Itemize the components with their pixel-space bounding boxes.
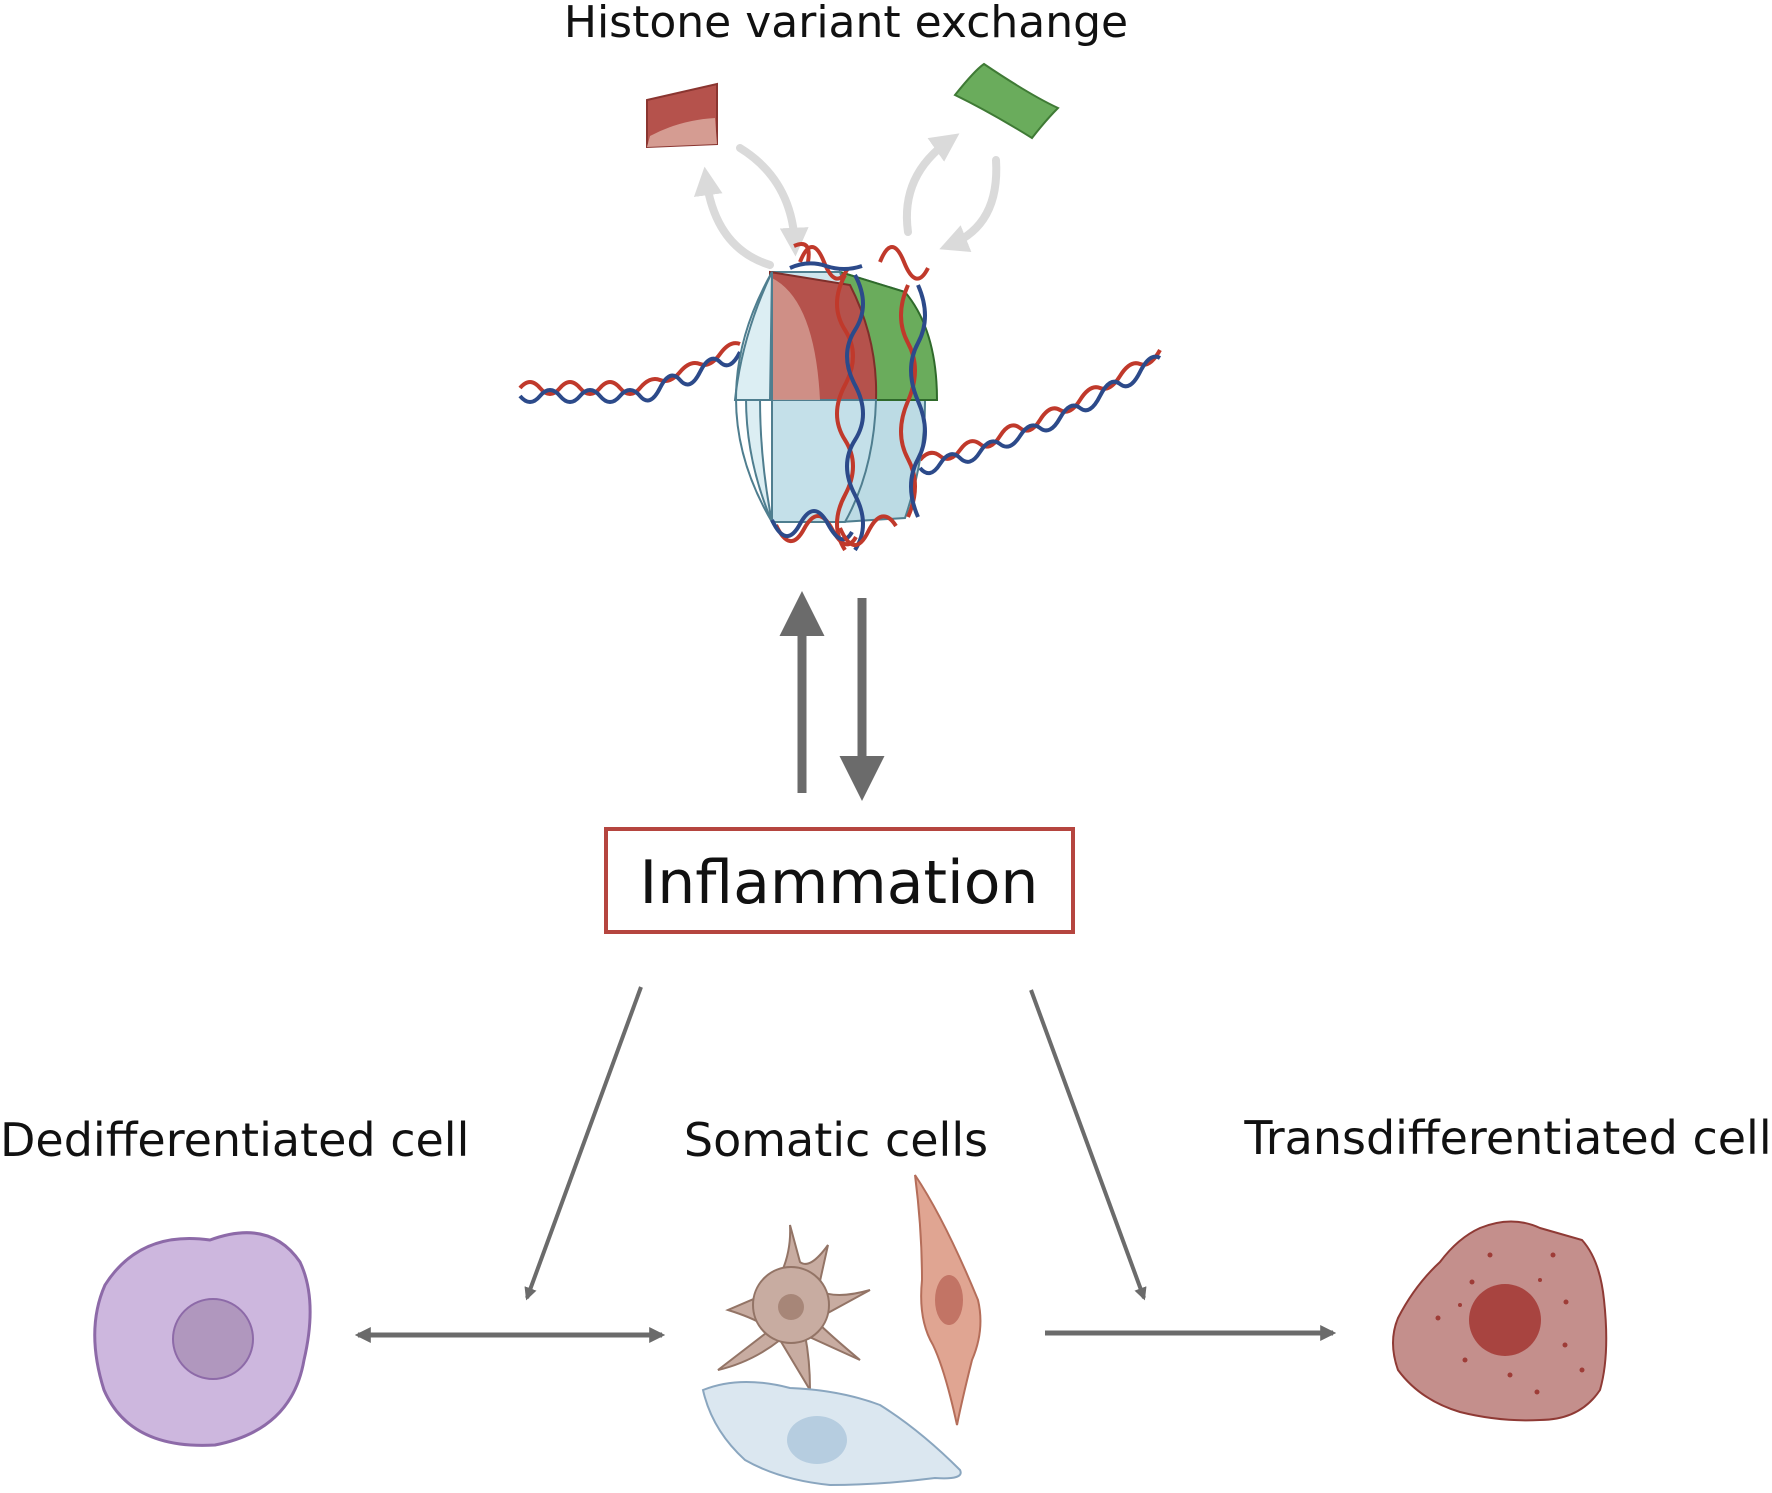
horizontal-arrows bbox=[354, 1324, 1337, 1344]
diagram-title: Histone variant exchange bbox=[564, 0, 1128, 48]
nucleosome-icon bbox=[518, 242, 1162, 552]
epithelial-cell-icon bbox=[701, 1381, 962, 1487]
granules bbox=[1435, 1252, 1585, 1395]
dedifferentiated-cell-label: Dedifferentiated cell bbox=[0, 1113, 469, 1167]
inflammation-box: Inflammation bbox=[604, 827, 1075, 934]
exchange-arrows bbox=[693, 133, 1001, 269]
green-histone-variant-icon bbox=[953, 62, 1060, 140]
spindle-cell-icon bbox=[914, 1174, 982, 1426]
diagonal-arrows bbox=[524, 986, 1147, 1301]
red-histone-variant-icon bbox=[646, 82, 718, 149]
inflammation-label: Inflammation bbox=[640, 848, 1039, 918]
somatic-cells-label: Somatic cells bbox=[684, 1113, 988, 1167]
somatic-cells-icon bbox=[701, 1174, 982, 1487]
stellate-cell-icon bbox=[717, 1224, 871, 1394]
transdifferentiated-cell-icon bbox=[1392, 1220, 1608, 1422]
nucleosome-inflammation-arrows bbox=[779, 591, 885, 801]
dedifferentiated-cell-icon bbox=[93, 1231, 312, 1447]
transdifferentiated-cell-label: Transdifferentiated cell bbox=[1243, 1111, 1771, 1165]
